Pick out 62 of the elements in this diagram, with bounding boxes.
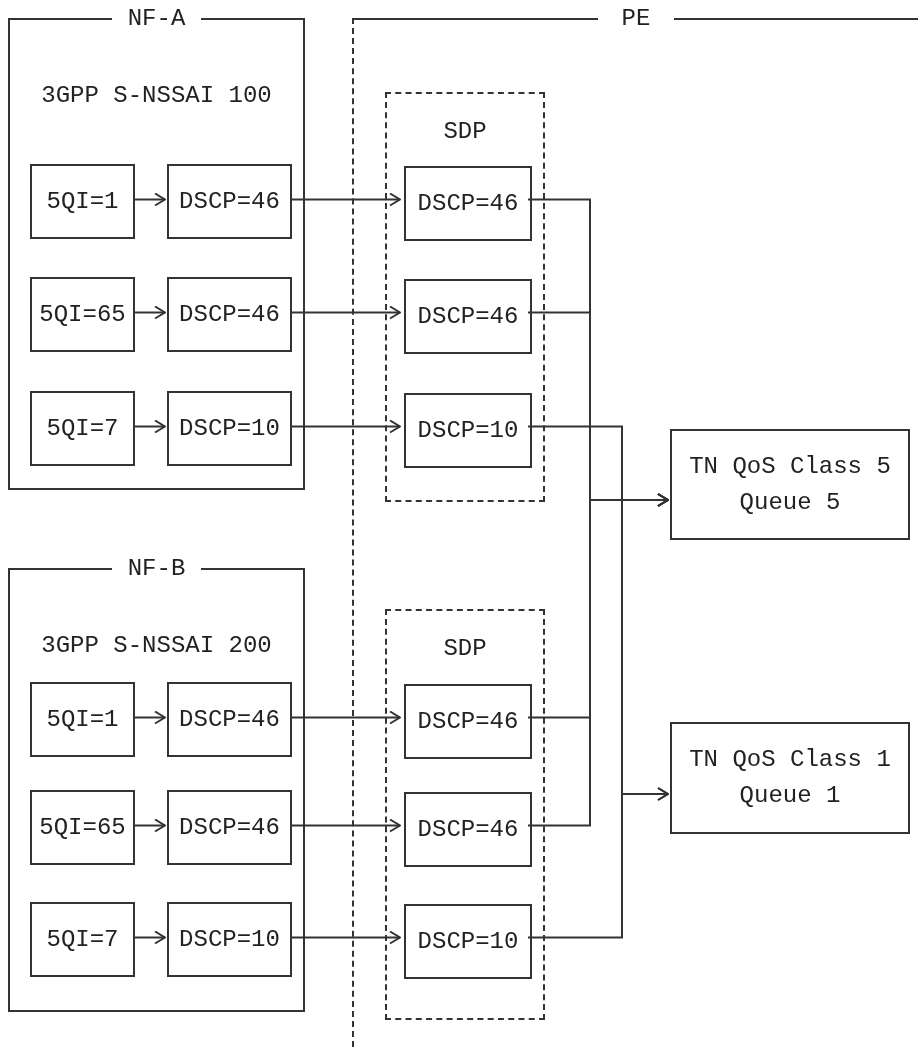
process-box (167, 902, 292, 977)
process-box (30, 277, 135, 352)
process-box (167, 391, 292, 466)
process-box (30, 790, 135, 865)
box-label: 5QI=65 (39, 812, 126, 843)
arrow (289, 930, 401, 945)
box-heading: 3GPP S-NSSAI 100 (41, 81, 272, 111)
arrow (289, 305, 401, 320)
process-box (167, 790, 292, 865)
box-label: DSCP=46 (179, 812, 280, 843)
box-label: DSCP=46 (179, 299, 280, 330)
arrow (132, 419, 166, 434)
box-label: 5QI=1 (46, 186, 119, 217)
arrow (527, 787, 669, 939)
dashed-box (385, 609, 545, 1020)
queue-box (670, 722, 910, 834)
process-box (404, 684, 532, 759)
process-box (167, 164, 292, 239)
process-box (167, 682, 292, 757)
process-box (30, 164, 135, 239)
box-label: DSCP=46 (417, 188, 519, 219)
box-label: Queue 5 (739, 487, 841, 518)
process-box (30, 682, 135, 757)
box-label: DSCP=10 (417, 415, 519, 446)
box-label: DSCP=10 (179, 924, 280, 955)
box-label: DSCP=46 (417, 706, 519, 737)
box-heading: SDP (443, 634, 487, 664)
process-box (404, 279, 532, 354)
box-label: DSCP=46 (179, 186, 280, 217)
box-heading: SDP (443, 117, 487, 147)
box-label: 5QI=65 (39, 299, 126, 330)
queue-box (670, 429, 910, 540)
dashed-box (385, 92, 545, 502)
box-label: DSCP=46 (417, 301, 519, 332)
process-box (404, 166, 532, 241)
process-box (30, 391, 135, 466)
arrow (289, 818, 401, 833)
box-label: 5QI=7 (46, 924, 119, 955)
box-label: 5QI=7 (46, 413, 119, 444)
box-label: DSCP=10 (179, 413, 280, 444)
process-box (404, 904, 532, 979)
arrow (132, 305, 166, 320)
process-box (404, 393, 532, 468)
process-box (167, 277, 292, 352)
box-label: 5QI=1 (46, 704, 119, 735)
arrow (132, 192, 166, 207)
box-label: DSCP=46 (179, 704, 280, 735)
box-label: Queue 1 (739, 781, 841, 811)
arrow (132, 710, 166, 725)
arrow (132, 930, 166, 945)
arrow (527, 493, 669, 827)
box-heading: 3GPP S-NSSAI 200 (41, 631, 272, 661)
arrow (289, 192, 401, 207)
process-box (404, 792, 532, 867)
box-label: DSCP=10 (417, 926, 519, 957)
process-box (30, 902, 135, 977)
box-label: TN QoS Class 5 (689, 451, 891, 482)
box-label: DSCP=46 (417, 814, 519, 845)
arrow (289, 710, 401, 725)
box-label: TN QoS Class 1 (689, 745, 891, 775)
arrow (132, 818, 166, 833)
arrow (289, 419, 401, 434)
